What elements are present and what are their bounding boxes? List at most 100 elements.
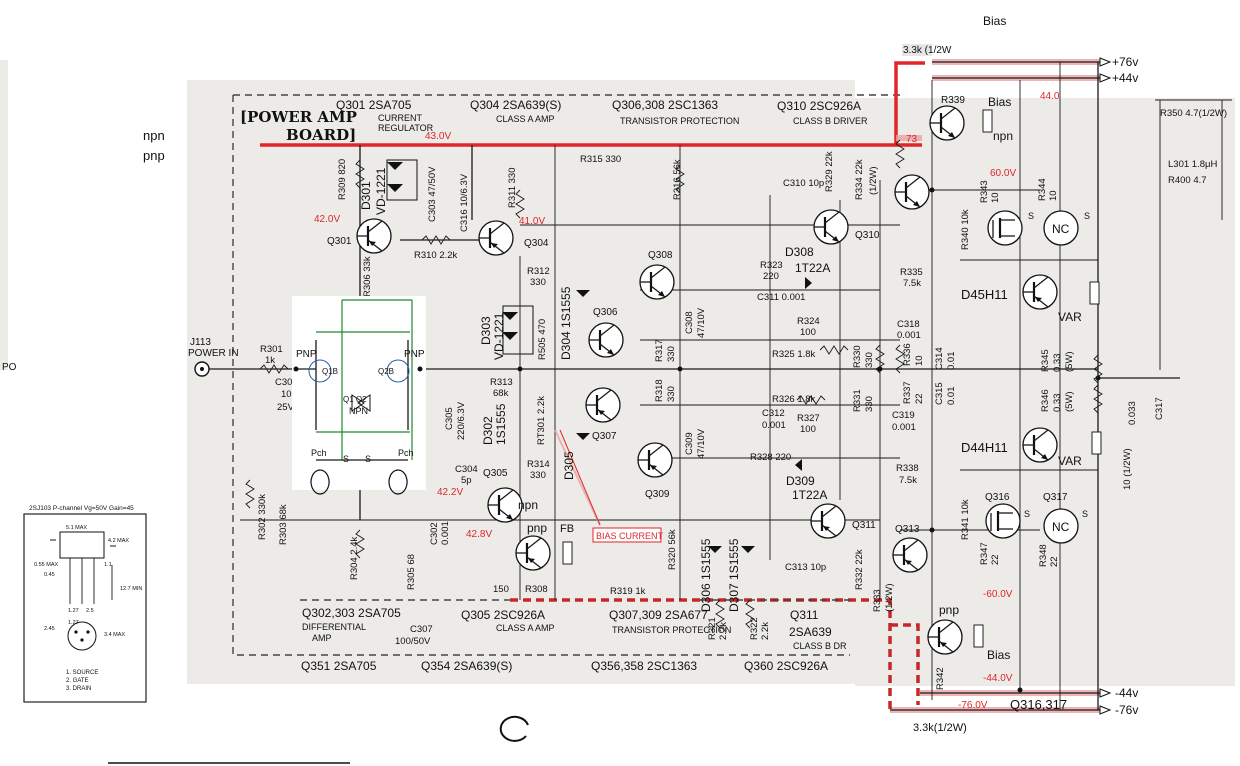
r10-text: 10 (1/2W): [1122, 448, 1133, 490]
q308-name: Q308: [648, 250, 673, 261]
d44h11-transistor: [1021, 426, 1059, 464]
r330-text: R330: [852, 345, 863, 368]
r341-text: R341 10k: [960, 499, 971, 540]
d303b-text: VD-1221: [492, 312, 506, 360]
bias-current-label: BIAS CURRENT: [596, 531, 664, 541]
power-in-label: POWER IN: [188, 348, 239, 359]
q351-label: Q351 2SA705: [301, 659, 377, 673]
r306-text: R306 33k: [362, 256, 373, 297]
c30v2-text: 25V: [277, 402, 295, 413]
npn-q339-label: npn: [993, 129, 1013, 143]
r342-text: R342: [935, 667, 946, 690]
d45h11-label: D45H11: [961, 287, 1008, 302]
q304-label: Q304 2SA639(S): [470, 98, 561, 112]
fb-label: FB: [560, 523, 574, 535]
q309-name: Q309: [645, 489, 670, 500]
r337v-text: 22: [914, 393, 925, 404]
r335-text: R335: [900, 267, 923, 278]
q342-pnp-transistor: [926, 618, 964, 656]
r313v-text: 68k: [493, 388, 509, 399]
r334b-text: (1/2W): [868, 167, 879, 196]
bias-bottom-label: Bias: [987, 648, 1010, 662]
r317v-text: 330: [666, 346, 677, 362]
top-resistor-label: 3.3k (1/2W: [903, 45, 952, 56]
d306-text: D306 1S1555: [699, 538, 713, 612]
stray-arc-mark: [499, 715, 529, 742]
q305-transistor: [486, 486, 524, 524]
d307-text: D307 1S1555: [727, 538, 741, 612]
q304-name: Q304: [524, 238, 549, 249]
j113-jack-pin: [200, 367, 204, 371]
r323-text: R323: [760, 260, 783, 271]
v422-label: 42.2V: [437, 487, 463, 498]
c318-text: C318: [897, 319, 920, 330]
q315-nc-text: NC: [1052, 222, 1070, 236]
q316-fet: [984, 502, 1022, 540]
q339-npn-transistor: [928, 104, 966, 142]
s-label-3: S: [1024, 509, 1030, 519]
q306-sub: TRANSISTOR PROTECTION: [620, 116, 739, 126]
d309-text: D309: [786, 474, 815, 488]
inset-q1q2: Q1 Q2: [343, 395, 367, 404]
q356-label: Q356,358 2SC1363: [591, 659, 697, 673]
q311-footer-b: 2SA639: [789, 625, 832, 639]
datasheet-dim8: 2.5: [86, 608, 94, 614]
r333b-text: (1/2W): [884, 584, 895, 613]
c312v-text: 0.001: [762, 420, 786, 431]
q311-footer-label: Q311: [790, 608, 819, 622]
d302b-text: 1S1555: [494, 403, 508, 445]
d301-box: [386, 159, 418, 201]
r326-text: R326 1.8k: [772, 394, 816, 405]
r329-text: R329 22k: [824, 151, 835, 192]
c314v-text: 0.01: [946, 352, 957, 371]
q301-name: Q301: [327, 236, 352, 247]
q304-sub: CLASS A AMP: [496, 114, 555, 124]
c304-text: C304: [455, 464, 478, 475]
q313-name: Q313: [895, 524, 920, 535]
c310-text: C310 10p: [783, 178, 824, 189]
r303-text: R303 68k: [278, 504, 289, 545]
plus76-label: +76v: [1112, 55, 1138, 69]
q317-nc-text: NC: [1052, 520, 1070, 534]
c304v-text: 5p: [461, 475, 472, 486]
q314-fet: [986, 209, 1024, 247]
rt301-text: RT301 2.2k: [536, 396, 547, 445]
datasheet-dim11: 3.4 MAX: [104, 632, 125, 638]
q301-sub1: CURRENT: [378, 113, 423, 123]
q305-footer-sub: CLASS A AMP: [496, 623, 555, 633]
c305v-text: 220/6.3V: [456, 401, 467, 440]
r308-text: R308: [525, 584, 548, 595]
datasheet-dim3: 0.55 MAX: [34, 562, 58, 568]
r324-text: R324: [797, 316, 820, 327]
var-pot-bottom: [1091, 431, 1102, 455]
c319v-text: 0.001: [892, 422, 916, 433]
r313-text: R313: [490, 377, 513, 388]
r314-text: R314: [527, 459, 550, 470]
inset-pch-right: Pch: [398, 448, 414, 458]
datasheet-dim4: 0.45: [44, 572, 55, 578]
r345-text: R345: [1040, 349, 1051, 372]
r347v-text: 22: [990, 554, 1001, 565]
r324v-text: 100: [800, 327, 816, 338]
q311-transistor: [809, 502, 847, 540]
c314-text: C314: [934, 347, 945, 370]
q306-label: Q306,308 2SC1363: [612, 98, 718, 112]
q306-transistor: [587, 321, 625, 359]
datasheet-title: 2SJ103 P-channel Vg=50V Gain=45: [29, 505, 134, 512]
inset-q1b: Q1B: [322, 367, 338, 376]
v42-label: 42.0V: [314, 214, 340, 225]
r311-text: R311 330: [507, 168, 518, 209]
bottom-resistor-label: 3.3k(1/2W): [913, 722, 967, 734]
r347-text: R347: [979, 542, 990, 565]
s-label-4: S: [1082, 509, 1088, 519]
q308-transistor: [638, 263, 676, 301]
r318-text: R318: [654, 379, 665, 402]
r336v-text: 10: [914, 355, 925, 366]
r346w-text: (5W): [1064, 391, 1075, 412]
r327-text: R327: [797, 413, 820, 424]
r348-text: R348: [1038, 544, 1049, 567]
c30v1-text: 10: [281, 389, 292, 400]
top-resistor-box: [902, 44, 932, 56]
red-negative-trace: [510, 598, 920, 710]
r336-text: R336: [902, 343, 913, 366]
